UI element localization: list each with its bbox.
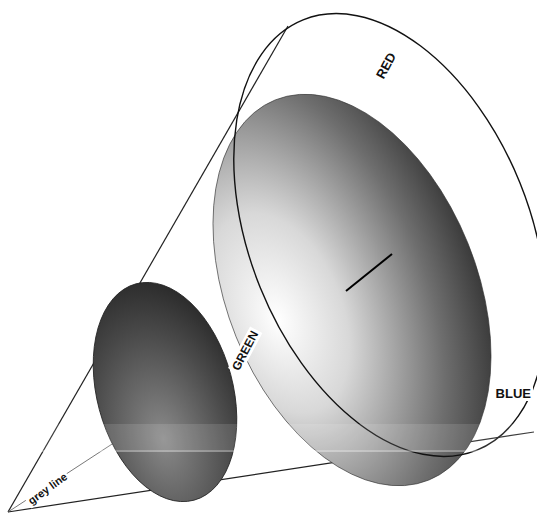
colour-axis-label: BLUE (494, 386, 533, 401)
colour-axis-label: RED (372, 48, 400, 83)
scan-band (0, 424, 537, 450)
dark-section (70, 266, 259, 518)
radius-marker (346, 254, 392, 291)
scan-line (0, 451, 537, 452)
axis-label: grey line (24, 469, 71, 508)
